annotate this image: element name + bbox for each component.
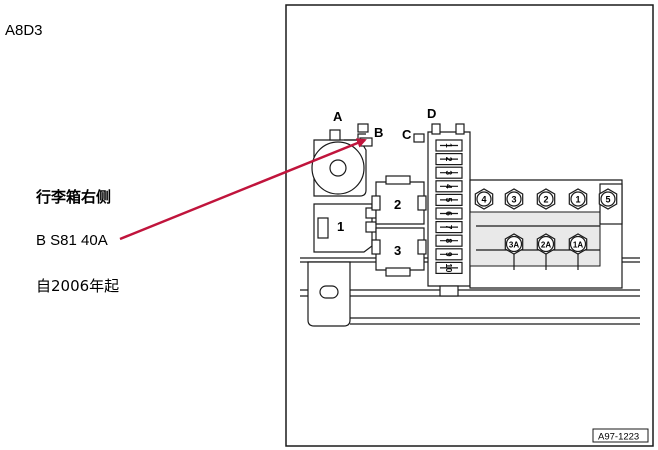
fuse-number: 9 [444, 252, 453, 257]
relay-2-tab [385, 175, 411, 185]
relay-1-number: 1 [337, 219, 344, 234]
component-a-tab [329, 129, 341, 141]
fuse-number: 2 [444, 157, 453, 162]
figure-code: A97-1223 [598, 432, 639, 443]
letter-a: A [333, 109, 343, 124]
component-c-clip [413, 133, 425, 143]
bracket-slot [319, 285, 339, 299]
main-fuse-bottom: 1A [568, 233, 588, 270]
component-d-tab-1 [431, 123, 441, 135]
fuse-number: 10 [444, 263, 453, 272]
main-fuse-top-number: 2 [543, 195, 548, 205]
fuse-number: 8 [444, 238, 453, 243]
letter-c: C [402, 127, 412, 142]
component-b-clip [357, 123, 369, 133]
model-code: A8D3 [5, 22, 43, 39]
diagram-frame [285, 4, 654, 447]
main-fuse-top: 1 [568, 188, 588, 210]
main-fuse-bottom-number: 3A [509, 241, 519, 250]
relay-3 [375, 227, 425, 271]
relay-3-number: 3 [394, 243, 401, 258]
fuse-number: 4 [444, 184, 453, 189]
fuse-strip: 1 2 3 4 5 6 7 8 9 10 [435, 139, 463, 274]
fuse-label: B S81 40A [36, 232, 108, 249]
relay-2-clip-left [371, 195, 381, 211]
main-fuse-top-number: 4 [481, 195, 486, 205]
fuse-slot: 6 [435, 207, 463, 220]
relay-1-connector-2 [365, 221, 377, 233]
location-label: 行李箱右侧 [36, 188, 112, 206]
base-plate-edge [350, 317, 640, 325]
relay-2-number: 2 [394, 197, 401, 212]
pointer-arrow [119, 138, 367, 241]
letter-b: B [374, 125, 383, 140]
relay-3-clip-right [417, 239, 427, 255]
fuse-slot: 7 [435, 221, 463, 234]
main-fuses-bottom: 3A 2A 1A [504, 233, 588, 270]
main-fuse-bottom: 2A [536, 233, 556, 270]
fuse-slot: 10 [435, 261, 463, 274]
main-fuse-top: 2 [536, 188, 556, 210]
fuse-slot: 8 [435, 234, 463, 247]
component-d-tab-2 [455, 123, 465, 135]
fuse-number: 3 [444, 170, 453, 175]
fuse-number: 5 [444, 198, 453, 203]
main-fuse-top: 5 [598, 188, 618, 210]
fuse-slot: 3 [435, 166, 463, 179]
fuse-slot: 9 [435, 248, 463, 261]
figure-code-box [592, 428, 649, 443]
component-a-lead [344, 133, 366, 141]
relay-1-pin [317, 217, 329, 239]
fuse-slot: 5 [435, 193, 463, 206]
main-fuse-top-number: 3 [511, 195, 516, 205]
since-label: 自2006年起 [36, 277, 120, 295]
relay-2-clip-right [417, 195, 427, 211]
relay-1 [313, 203, 373, 253]
main-fuse-bottom-number: 1A [573, 241, 583, 250]
fuse-slot: 4 [435, 180, 463, 193]
main-fuse-bottom-number: 2A [541, 241, 551, 250]
relay-3-tab [385, 267, 411, 277]
fuse-number: 1 [444, 143, 453, 148]
main-fuse-top: 3 [504, 188, 524, 210]
relay-3-clip-left [371, 239, 381, 255]
fuse-slot: 2 [435, 153, 463, 166]
main-fuse-top-number: 5 [605, 195, 610, 205]
main-fuse-top-number: 1 [575, 195, 580, 205]
component-d-foot [439, 285, 459, 297]
main-fuses-top: 4 3 2 1 5 [474, 188, 618, 210]
main-fuse-bottom: 3A [504, 233, 524, 270]
main-fuse-top: 4 [474, 188, 494, 210]
letter-d: D [427, 106, 436, 121]
fuse-slot: 1 [435, 139, 463, 152]
component-a-center [329, 159, 347, 177]
fuse-number: 7 [444, 225, 453, 230]
mounting-rail-lower [300, 289, 640, 297]
bracket-left [307, 261, 351, 327]
fuse-number: 6 [444, 211, 453, 216]
